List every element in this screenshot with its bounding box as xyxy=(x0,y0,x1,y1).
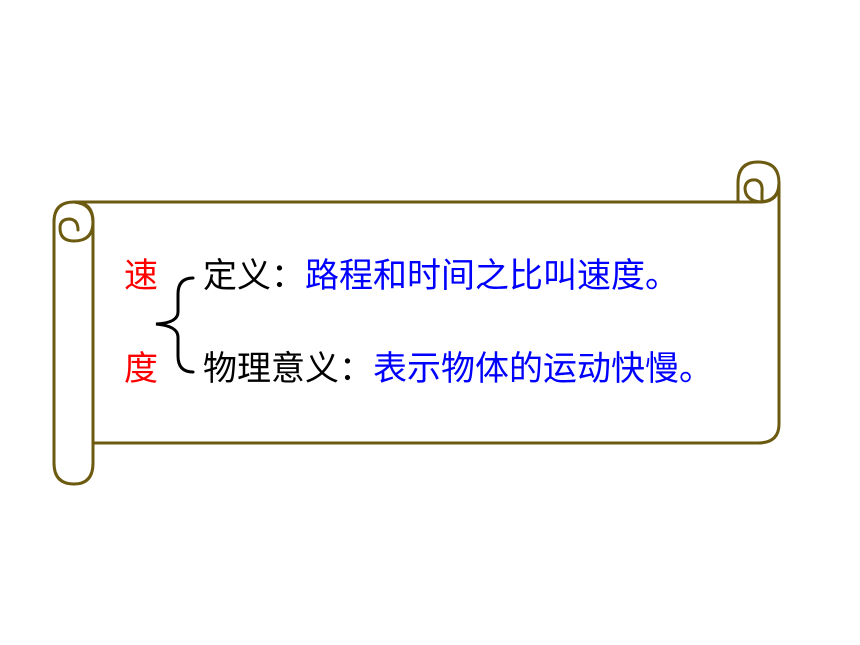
curly-brace xyxy=(155,276,195,374)
scroll-left-curl xyxy=(58,200,95,243)
scroll-left-roll xyxy=(52,200,95,486)
scroll-sheet xyxy=(72,181,781,445)
meaning-line: 物理意义：表示物体的运动快慢。 xyxy=(203,349,713,389)
term-char-du: 度 xyxy=(124,349,158,389)
definition-label: 定义： xyxy=(203,256,305,296)
meaning-text: 表示物体的运动快慢。 xyxy=(373,349,713,389)
scroll-right-curl xyxy=(736,160,781,204)
definition-line: 定义：路程和时间之比叫速度。 xyxy=(203,256,679,296)
meaning-label: 物理意义： xyxy=(203,349,373,389)
definition-text: 路程和时间之比叫速度。 xyxy=(305,256,679,296)
term-char-su: 速 xyxy=(124,256,158,296)
